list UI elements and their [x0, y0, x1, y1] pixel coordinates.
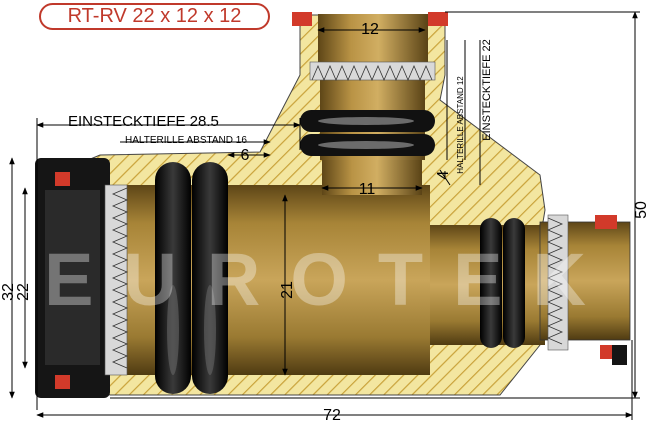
dim-main-six: 6	[241, 147, 250, 164]
dim-branch-four: 4	[435, 170, 452, 179]
branch-retaining-clip	[546, 214, 569, 351]
top-left-red-clip	[292, 12, 312, 26]
dim-outer-left-1: 32	[0, 283, 17, 301]
dim-halterille-main: HALTERILLE ABSTAND 16	[125, 135, 247, 146]
dimension-labels: 12 EINSTECKTIEFE 28.5 HALTERILLE ABSTAND…	[0, 21, 650, 424]
dim-outer-left-2: 22	[15, 283, 32, 301]
top-retaining-clip	[309, 61, 436, 82]
dim-halterille-branch: HALTERILLE ABSTAND 12	[456, 76, 465, 174]
dimension-lines	[9, 11, 640, 420]
dim-einstecktiefe-main: EINSTECKTIEFE 28.5	[68, 113, 219, 130]
dim-inner-bore: 11	[359, 181, 376, 198]
main-o-rings	[155, 162, 228, 394]
dim-overall-length: 72	[323, 407, 341, 424]
dim-top-port: 12	[361, 21, 379, 38]
top-o-rings	[300, 110, 435, 156]
branch-top-red-clip	[595, 215, 617, 229]
top-right-red-clip	[428, 12, 448, 26]
dim-body-height: 21	[279, 281, 296, 299]
branch-end-cap	[612, 345, 627, 365]
product-title: RT-RV 22 x 12 x 12	[39, 3, 270, 30]
left-end-cap	[35, 158, 110, 398]
top-branch-bore	[318, 14, 428, 195]
dim-einstecktiefe-branch: EINSTECKTIEFE 22	[481, 39, 493, 140]
left-retaining-clip	[104, 184, 129, 376]
watermark-text: EUROTEK	[44, 238, 616, 321]
dim-overall-height: 50	[633, 201, 650, 219]
branch-o-rings	[480, 218, 525, 348]
